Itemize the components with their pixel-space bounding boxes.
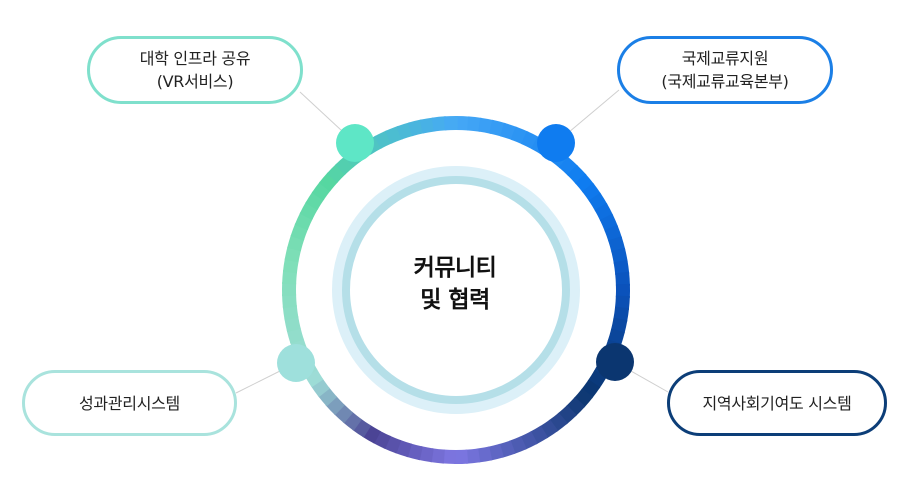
ring-segment	[500, 122, 518, 141]
ring-segment	[610, 317, 628, 334]
inner-ring	[342, 176, 570, 404]
center-title-line2: 및 협력	[420, 287, 490, 313]
ring-segment	[385, 125, 403, 144]
inner-ring-light	[332, 166, 580, 414]
ring-segment	[529, 425, 549, 445]
ring-segment	[582, 182, 602, 202]
ring-segment	[294, 212, 313, 231]
node-regional-contribution[interactable]: 지역사회기여도 시스템	[667, 370, 887, 436]
ring-segment	[615, 271, 630, 287]
ring-segment	[574, 173, 595, 193]
center-title: 커뮤니티 및 협력	[355, 252, 555, 316]
node-dot-vr	[336, 124, 374, 162]
ring-segment	[287, 234, 305, 252]
ring-segment	[325, 395, 345, 416]
ring-segment	[333, 403, 354, 424]
ring-segment	[587, 369, 607, 389]
ring-segment	[317, 387, 338, 407]
ring-segment	[374, 130, 393, 149]
ring-segment	[539, 419, 559, 439]
ring-segment	[608, 236, 626, 253]
ring-segment	[614, 295, 630, 310]
node-intl-line2: (국제교류교육본부)	[661, 72, 789, 91]
ring-segment	[613, 259, 630, 275]
ring-segment	[342, 411, 363, 431]
node-international-exchange[interactable]: 국제교류지원 (국제교류교육본부)	[617, 36, 833, 104]
ring-segment	[372, 430, 391, 449]
ring-segment	[594, 203, 614, 222]
ring-segment	[613, 306, 630, 323]
ring-segment	[489, 119, 506, 137]
node-vr-line1: 대학 인프라 공유	[139, 49, 251, 68]
ring-segment	[408, 119, 425, 137]
ring-segment	[282, 293, 297, 309]
ring-segment	[394, 439, 412, 458]
ring-segment	[284, 246, 302, 263]
ring-segment	[383, 435, 402, 454]
ring-segment	[362, 424, 381, 444]
ring-segment	[282, 305, 299, 321]
ring-segment	[588, 192, 608, 212]
ring-segment	[352, 418, 372, 438]
ring-segment	[478, 117, 494, 134]
ring-segment	[487, 443, 504, 461]
ring-segment	[548, 412, 568, 432]
ring-segment	[282, 270, 298, 285]
ring-segment	[286, 327, 304, 344]
node-dot-perf	[277, 344, 315, 382]
node-perf-line1: 성과관리시스템	[79, 393, 180, 413]
center-title-line1: 커뮤니티	[413, 255, 497, 281]
ring-segment	[611, 247, 628, 264]
ring-segment	[335, 155, 355, 175]
ring-segment	[442, 449, 457, 464]
ring-segment	[299, 201, 319, 220]
ring-segment	[521, 131, 540, 150]
ring-segment	[455, 116, 470, 131]
ring-segment	[565, 397, 586, 417]
ring-segment	[567, 164, 587, 185]
ring-segment	[406, 443, 423, 461]
ring-segment	[581, 379, 601, 399]
node-dot-reg	[596, 343, 634, 381]
node-intl-line1: 국제교류지원	[681, 49, 769, 68]
ring-segment	[467, 116, 483, 132]
ring-segment	[509, 436, 527, 455]
ring-segment	[419, 117, 436, 134]
ring-segment	[476, 446, 493, 463]
node-performance-management[interactable]: 성과관리시스템	[22, 370, 237, 436]
node-vr-line2: (VR서비스)	[156, 72, 234, 91]
node-vr-service[interactable]: 대학 인프라 공유 (VR서비스)	[87, 36, 303, 104]
ring-segment	[311, 181, 331, 201]
ring-segment	[282, 257, 299, 274]
ring-segment	[519, 431, 538, 450]
ring-segment	[418, 446, 434, 463]
ring-segment	[305, 191, 325, 211]
ring-segment	[599, 213, 619, 232]
ring-segment	[510, 126, 529, 145]
ring-segment	[573, 388, 594, 408]
ring-segment	[284, 316, 301, 333]
node-dot-intl	[537, 124, 575, 162]
node-reg-line1: 지역사회기여도 시스템	[702, 393, 852, 413]
ring-segment	[429, 448, 445, 464]
ring-segment	[290, 223, 309, 241]
ring-segment	[318, 172, 339, 192]
ring-segment	[498, 440, 516, 458]
ring-segment	[607, 328, 625, 346]
ring-segment	[558, 156, 579, 177]
ring-segment	[465, 448, 481, 464]
ring-segment	[557, 405, 577, 425]
ring-segment	[604, 224, 623, 243]
ring-segment	[326, 163, 347, 183]
ring-segment	[431, 116, 447, 132]
ring-segment	[310, 378, 330, 398]
ring-segment	[396, 122, 414, 140]
